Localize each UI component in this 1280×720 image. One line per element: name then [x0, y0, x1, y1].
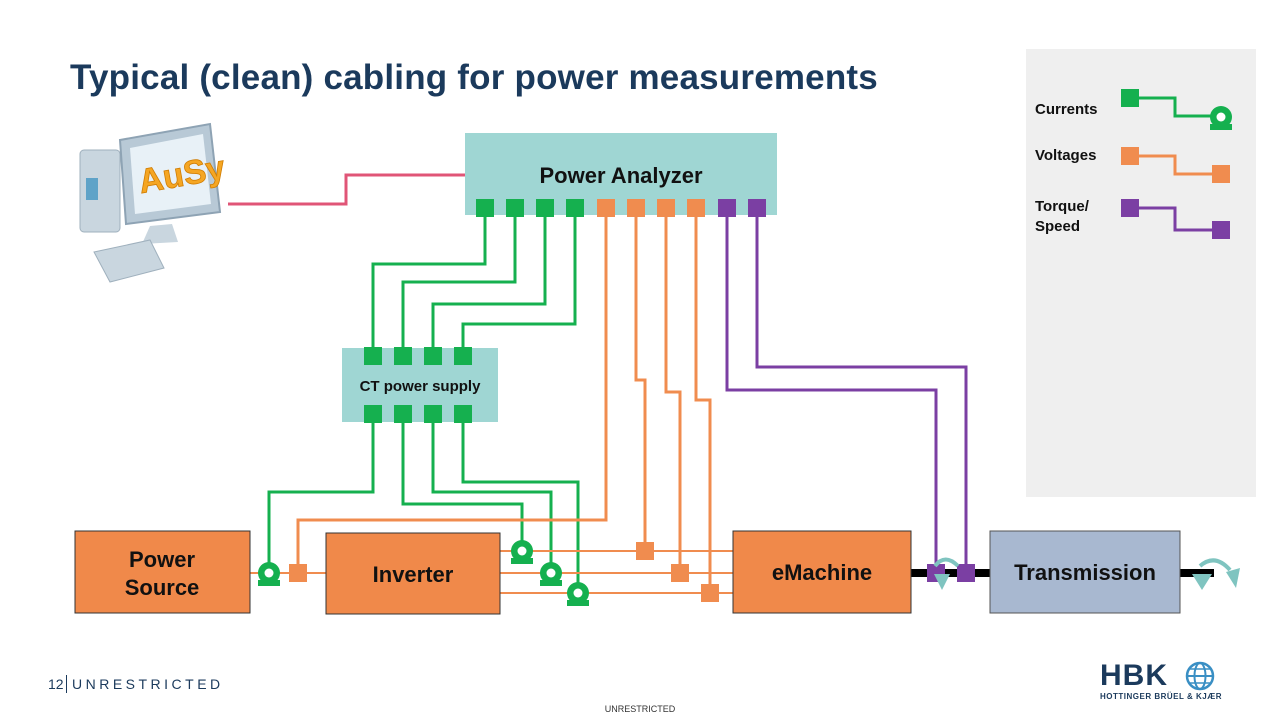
power-lines — [250, 550, 733, 594]
power-source-label-1: Power — [129, 547, 195, 572]
rotation-arrow-icon — [933, 557, 960, 590]
legend-current-clamp-icon — [1210, 106, 1232, 130]
voltage-wires — [296, 208, 712, 593]
hbk-logo-text: HBK — [1100, 659, 1168, 692]
transmission-block — [989, 530, 1181, 614]
globe-icon — [1185, 661, 1215, 691]
inverter-block — [325, 532, 501, 615]
legend-current-wire — [1130, 96, 1212, 118]
power-source-block — [74, 530, 251, 614]
analyzer-connectors — [476, 199, 766, 217]
power-analyzer-label: Power Analyzer — [539, 163, 702, 188]
legend-torque-label-2: Speed — [1035, 218, 1080, 235]
ct-supply-connectors — [364, 347, 472, 423]
ct-power-supply-label: CT power supply — [360, 378, 482, 395]
legend-voltages-label: Voltages — [1035, 147, 1096, 164]
slide-title: Typical (clean) cabling for power measur… — [70, 58, 878, 97]
emachine-block — [732, 530, 912, 614]
transmission-label: Transmission — [1014, 560, 1156, 585]
power-source-label-2: Source — [125, 575, 200, 600]
legend-voltage-wire — [1130, 154, 1221, 176]
bottom-classification: UNRESTRICTED — [604, 704, 676, 714]
legend-voltage-connector — [1121, 147, 1139, 165]
rotation-arrow-icon — [1192, 558, 1240, 590]
legend-voltage-probe — [1212, 165, 1230, 183]
footer-classification: UNRESTRICTED — [72, 676, 224, 692]
hbk-logo-subtitle: HOTTINGER BRÜEL & KJÆR — [1100, 692, 1222, 701]
legend-torque-wire — [1130, 206, 1221, 232]
footer-separator — [66, 675, 67, 693]
legend-torque-label-1: Torque/ — [1035, 198, 1090, 215]
current-clamp-icon — [258, 562, 280, 586]
legend-torque-connector — [1121, 199, 1139, 217]
network-cable — [228, 173, 465, 206]
current-clamp-icon — [567, 582, 589, 606]
computer-icon: AuSy — [79, 122, 228, 283]
current-clamp-icon — [511, 540, 533, 564]
current-clamp-icon — [540, 562, 562, 586]
current-wires-upper — [371, 208, 577, 356]
legend-torque-sensor — [1212, 221, 1230, 239]
page-number: 12 — [48, 676, 64, 692]
voltage-probes — [289, 542, 719, 602]
torque-wires — [725, 208, 968, 572]
inverter-label: Inverter — [373, 562, 454, 587]
emachine-label: eMachine — [772, 560, 872, 585]
legend-currents-label: Currents — [1035, 101, 1098, 118]
legend-current-connector — [1121, 89, 1139, 107]
current-wires-lower — [267, 413, 580, 587]
